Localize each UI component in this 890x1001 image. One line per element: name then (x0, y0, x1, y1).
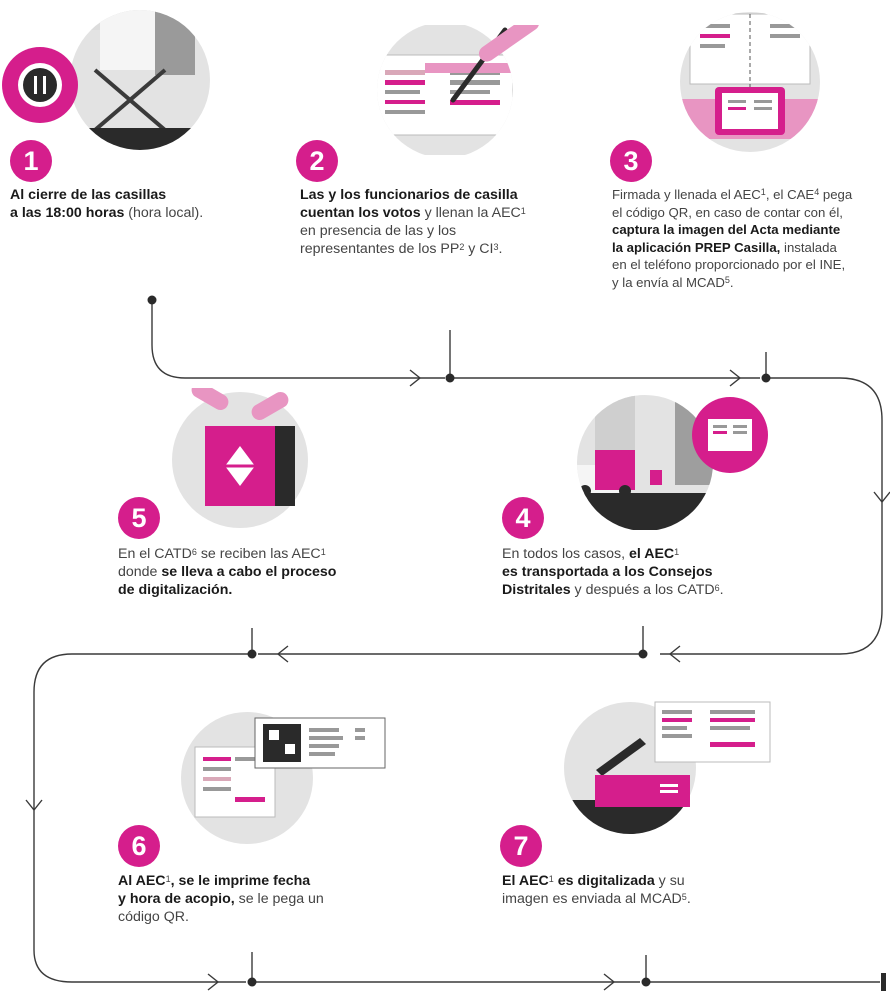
step-7-badge: 7 (500, 825, 542, 867)
step-4-badge: 4 (502, 497, 544, 539)
transport-truck-icon (577, 395, 768, 530)
phone-capture-icon (680, 12, 820, 152)
step-5-badge: 5 (118, 497, 160, 539)
step-3-badge: 3 (610, 140, 652, 182)
step-2-badge: 2 (296, 140, 338, 182)
step-1-badge: 1 (10, 140, 52, 182)
step-6-badge: 6 (118, 825, 160, 867)
qr-label-icon (181, 712, 386, 844)
ballot-box-icon (172, 388, 308, 528)
clock-chair-icon (2, 10, 210, 150)
scanner-icon (564, 701, 771, 834)
pen-signing-form-icon (377, 25, 540, 155)
